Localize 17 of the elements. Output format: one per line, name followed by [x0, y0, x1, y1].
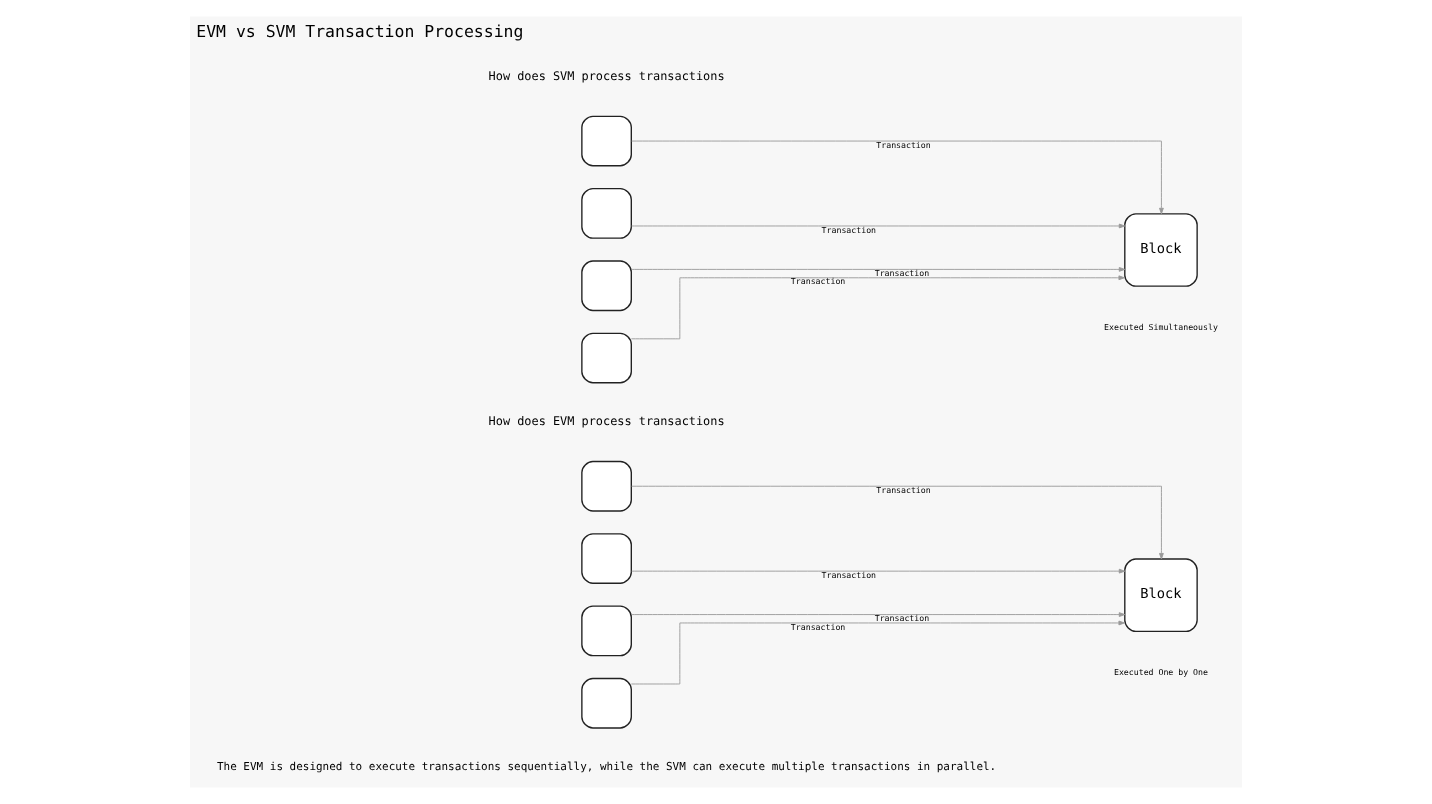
node-person [581, 188, 632, 239]
diagram-title: EVM vs SVM Transaction Processing [196, 21, 524, 42]
arrow [631, 223, 1126, 229]
node-person [581, 332, 632, 384]
arrow [631, 267, 1126, 272]
arrow [631, 612, 1126, 617]
arrow [630, 620, 1125, 685]
arrow [630, 275, 1125, 340]
node-person [581, 605, 632, 657]
arrow [631, 568, 1126, 574]
node-person [581, 677, 632, 729]
node-person [581, 260, 632, 312]
node-person [581, 533, 632, 584]
arrow [631, 485, 1164, 560]
arrow [631, 140, 1164, 215]
node-person [581, 115, 632, 167]
node-person [581, 460, 632, 512]
